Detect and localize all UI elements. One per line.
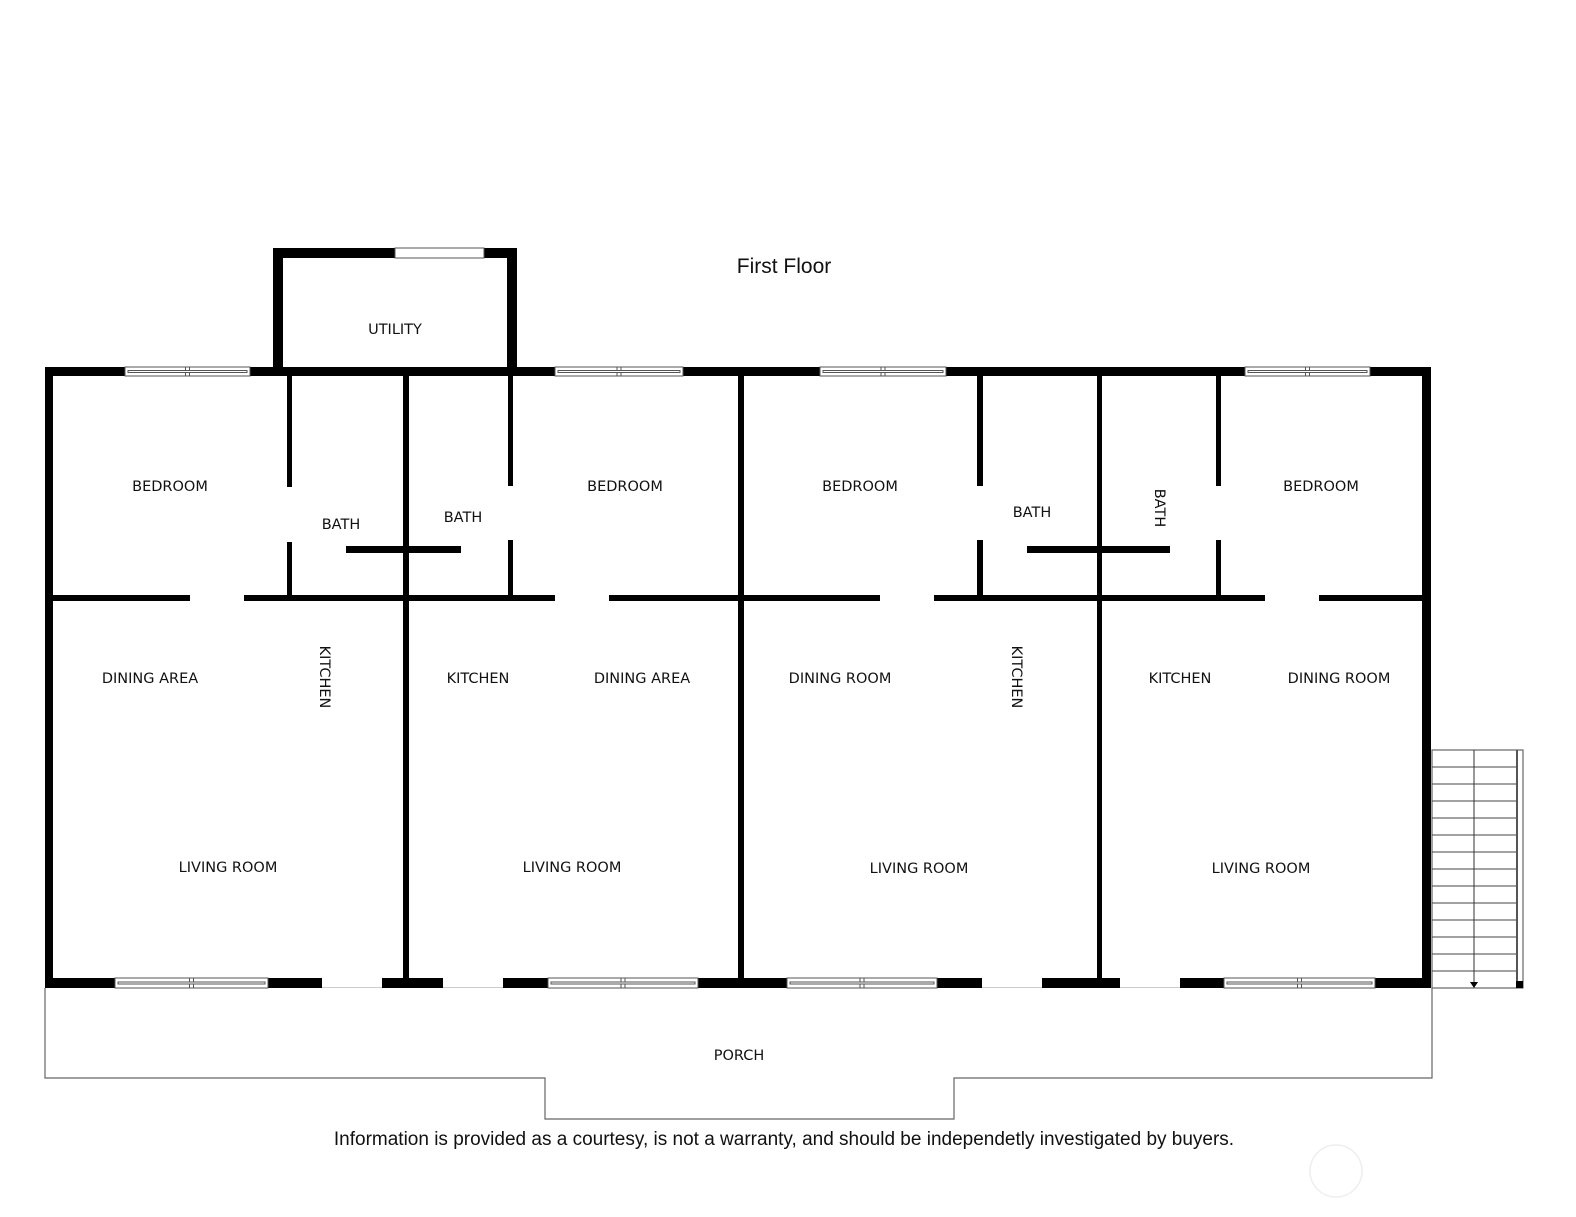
disclaimer: Information is provided as a courtesy, i…: [334, 1129, 1234, 1150]
room-label: BEDROOM: [132, 479, 208, 495]
doorway: [1265, 595, 1319, 601]
door-threshold: [982, 987, 1042, 988]
room-label: LIVING ROOM: [179, 860, 278, 876]
door-threshold: [322, 987, 382, 988]
window-sash: [822, 370, 944, 373]
room-label: BEDROOM: [587, 479, 663, 495]
door-threshold: [443, 987, 503, 988]
room-label: KITCHEN: [1149, 671, 1212, 687]
porch-outline: [44, 988, 1433, 1120]
doorway: [322, 978, 382, 988]
door-threshold: [1120, 987, 1180, 988]
doorway: [190, 595, 244, 601]
watermark-circle: [1309, 1144, 1363, 1198]
room-label: DINING AREA: [102, 671, 198, 687]
stair-direction-arrow-icon: [1470, 982, 1478, 988]
room-label: KITCHEN: [1008, 646, 1024, 709]
room-label: LIVING ROOM: [523, 860, 622, 876]
room-label: KITCHEN: [447, 671, 510, 687]
stairs: [1431, 749, 1524, 989]
doorway: [555, 595, 609, 601]
doorway: [443, 978, 503, 988]
room-label: BATH: [322, 517, 361, 533]
room-label: BATH: [1013, 505, 1052, 521]
window-sash: [127, 370, 248, 373]
doorway: [1120, 978, 1180, 988]
window-sash: [1226, 981, 1373, 985]
interior-walls: [45, 367, 1431, 988]
room-label: DINING ROOM: [789, 671, 892, 687]
window-sash: [1247, 370, 1368, 373]
room-label: BATH: [444, 510, 483, 526]
window-sash: [789, 981, 935, 985]
window-sash: [550, 981, 696, 985]
openings: [114, 366, 1376, 989]
room-label: BATH: [1151, 489, 1167, 528]
room-label: DINING AREA: [594, 671, 690, 687]
floor-title: First Floor: [737, 255, 832, 278]
window-sash: [557, 370, 681, 373]
room-label: LIVING ROOM: [1212, 861, 1311, 877]
room-label: BEDROOM: [822, 479, 898, 495]
room-label: LIVING ROOM: [870, 861, 969, 877]
room-label-utility: UTILITY: [368, 322, 422, 338]
utility-walls: [273, 247, 517, 374]
room-label: KITCHEN: [316, 646, 332, 709]
doorway: [982, 978, 1042, 988]
doorway: [880, 595, 934, 601]
room-labels: UTILITY BEDROOM BATH BATH BEDROOM BEDROO…: [102, 322, 1391, 1064]
room-label: DINING ROOM: [1288, 671, 1391, 687]
room-label-porch: PORCH: [714, 1048, 765, 1064]
room-label: BEDROOM: [1283, 479, 1359, 495]
window: [394, 247, 485, 259]
window-sash: [117, 981, 266, 985]
